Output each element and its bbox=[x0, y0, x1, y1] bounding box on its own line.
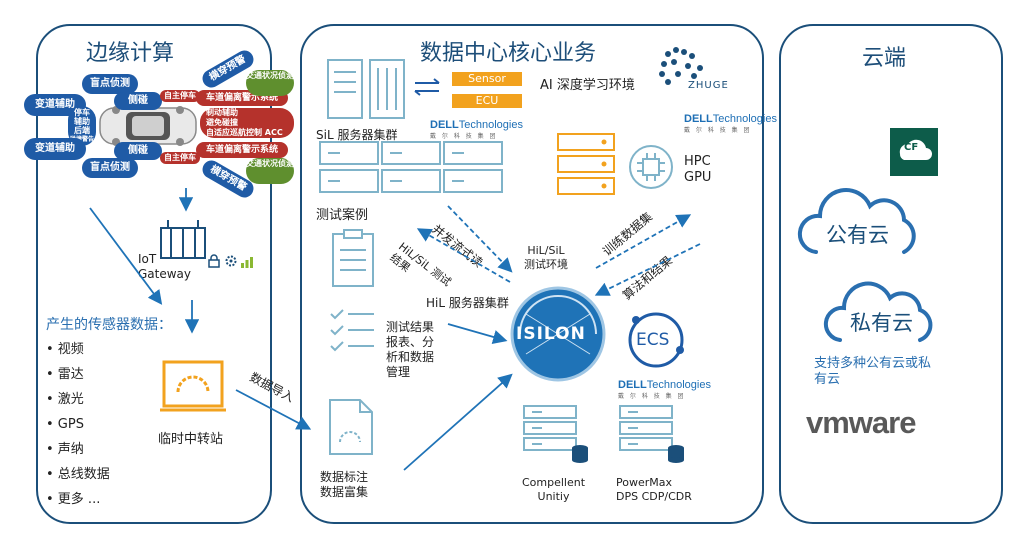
acc-label: 自适应巡航控制 ACC bbox=[206, 128, 283, 137]
isilon-logo-icon bbox=[510, 286, 606, 382]
test-results-label: 测试结果 报表、分 析和数据 管理 bbox=[386, 320, 435, 379]
sil-server-block-icon bbox=[319, 141, 503, 193]
zhuge-label: ZHUGE bbox=[688, 80, 729, 91]
ecu-bar: ECU bbox=[452, 94, 522, 108]
side-collision-bottom-label: 侧碰 bbox=[114, 142, 162, 160]
lane-assist-bottom-label: 变道辅助 bbox=[24, 138, 86, 160]
hil-sil-env-label: HiL/SiL 测试环境 bbox=[524, 244, 568, 271]
private-cloud-icon bbox=[823, 281, 933, 342]
dell-technologies-text: Technologies bbox=[458, 119, 523, 131]
car-sensor-diagram: 变道辅助 盲点侦测 侧碰 自主停车 车道偏离警示系统 横穿预警 交通状况侦测 制… bbox=[10, 47, 294, 201]
hil-cluster-label: HiL 服务器集群 bbox=[426, 296, 509, 310]
sensor-item: • 激光 bbox=[46, 392, 84, 407]
rear-collision-group: 停车 辅助 后端 碰撞警告 bbox=[68, 106, 96, 146]
private-cloud-label: 私有云 bbox=[850, 311, 913, 335]
isilon-label: ISILON bbox=[516, 324, 586, 344]
hpc-gpu-label: HPC GPU bbox=[684, 154, 712, 186]
iot-gateway-label: IoT Gateway bbox=[138, 252, 192, 281]
clipboard-icon bbox=[332, 229, 374, 287]
dell-logo-1: DELLTechnologies 戴 尔 科 技 集 团 bbox=[430, 119, 523, 141]
lane-departure-bottom-label: 车道偏离警示系统 bbox=[196, 142, 288, 158]
annotation-label: 数据标注 数据富集 bbox=[320, 470, 369, 499]
cloud-panel-title: 云端 bbox=[862, 46, 907, 71]
assist-label: 辅助 bbox=[74, 117, 90, 126]
sil-cluster-label: SiL 服务器集群 bbox=[316, 128, 398, 142]
public-cloud-icon bbox=[797, 188, 916, 254]
collision-warning-label: 碰撞警告 bbox=[69, 136, 94, 143]
auto-park-top-label: 自主停车 bbox=[160, 90, 200, 102]
signal-bars-icon bbox=[241, 257, 253, 268]
collision-avoid-label: 避免碰撞 bbox=[206, 118, 238, 127]
sensor-item: • 声纳 bbox=[46, 442, 84, 457]
transfer-station-label: 临时中转站 bbox=[158, 432, 224, 447]
transfer-station-icon bbox=[160, 360, 226, 412]
vmware-logo: vmware bbox=[806, 405, 916, 440]
checklist-icon bbox=[330, 309, 374, 352]
multi-cloud-label: 支持多种公有云或私 有云 bbox=[814, 356, 932, 388]
sensor-item: • 雷达 bbox=[46, 367, 84, 382]
dell-chinese-text: 戴 尔 科 技 集 团 bbox=[684, 127, 752, 134]
traffic-detect-bottom-label: 交通状况侦测 bbox=[246, 158, 294, 184]
side-collision-top-label: 侧碰 bbox=[114, 92, 162, 110]
sensor-data-title: 产生的传感器数据： bbox=[46, 317, 172, 333]
rear-label: 后端 bbox=[74, 126, 90, 135]
dell-logo-3: DELLTechnologies 戴 尔 科 技 集 团 bbox=[618, 379, 711, 401]
dell-technologies-text: Technologies bbox=[646, 379, 711, 391]
dell-chinese-text: 戴 尔 科 技 集 团 bbox=[618, 393, 686, 400]
gpu-server-icon bbox=[557, 133, 615, 195]
dell-chinese-text: 戴 尔 科 技 集 团 bbox=[430, 133, 498, 140]
sensor-bar: Sensor bbox=[452, 72, 522, 86]
zhuge-logo-icon bbox=[659, 47, 703, 85]
dell-brand-text: DELL bbox=[430, 119, 459, 131]
powermax-label: PowerMax DPS CDP/CDR bbox=[616, 476, 692, 503]
ai-environment-label: AI 深度学习环境 bbox=[540, 78, 635, 93]
compellent-label: Compellent Unitiy bbox=[522, 476, 586, 503]
sil-server-rack-icon bbox=[327, 59, 405, 119]
parking-label: 停车 bbox=[74, 108, 90, 117]
compellent-storage-icon bbox=[523, 405, 588, 463]
brake-assist-group: 制动辅助 避免碰撞 自适应巡航控制 ACC bbox=[200, 108, 294, 138]
processor-chip-icon bbox=[629, 145, 673, 189]
cloud-foundry-logo-icon bbox=[890, 128, 938, 176]
dell-logo-2: DELLTechnologies 戴 尔 科 技 集 团 bbox=[684, 113, 777, 135]
sensor-item: • GPS bbox=[46, 417, 84, 432]
edge-panel-title: 边缘计算 bbox=[86, 41, 175, 66]
dell-brand-text: DELL bbox=[684, 113, 713, 125]
cf-label: CF bbox=[904, 142, 919, 153]
core-panel-title: 数据中心核心业务 bbox=[420, 41, 597, 66]
iot-gateway-icon bbox=[160, 220, 206, 259]
ecs-ring-icon bbox=[628, 312, 684, 368]
bidirectional-arrow-icon bbox=[414, 78, 440, 96]
cloud-panel bbox=[779, 24, 1003, 524]
test-cases-label: 测试案例 bbox=[316, 208, 369, 223]
lock-icon bbox=[208, 254, 220, 268]
document-annotation-icon bbox=[329, 399, 373, 455]
sensor-data-list: • 视频 • 雷达 • 激光 • GPS • 声纳 • 总线数据 • 更多 ..… bbox=[46, 337, 110, 512]
gear-icon bbox=[225, 255, 237, 267]
dell-brand-text: DELL bbox=[618, 379, 647, 391]
blind-spot-bottom-label: 盲点侦测 bbox=[82, 158, 138, 178]
sensor-item: • 更多 ... bbox=[46, 492, 101, 507]
ecs-label: ECS bbox=[636, 330, 670, 350]
brake-assist-label: 制动辅助 bbox=[206, 108, 238, 117]
traffic-detect-top-label: 交通状况侦测 bbox=[246, 70, 294, 96]
dell-technologies-text: Technologies bbox=[712, 113, 777, 125]
sensor-item: • 视频 bbox=[46, 342, 84, 357]
public-cloud-label: 公有云 bbox=[826, 223, 889, 247]
powermax-storage-icon bbox=[619, 405, 684, 463]
blind-spot-top-label: 盲点侦测 bbox=[82, 74, 138, 94]
auto-park-bottom-label: 自主停车 bbox=[160, 152, 200, 164]
sensor-item: • 总线数据 bbox=[46, 467, 110, 482]
